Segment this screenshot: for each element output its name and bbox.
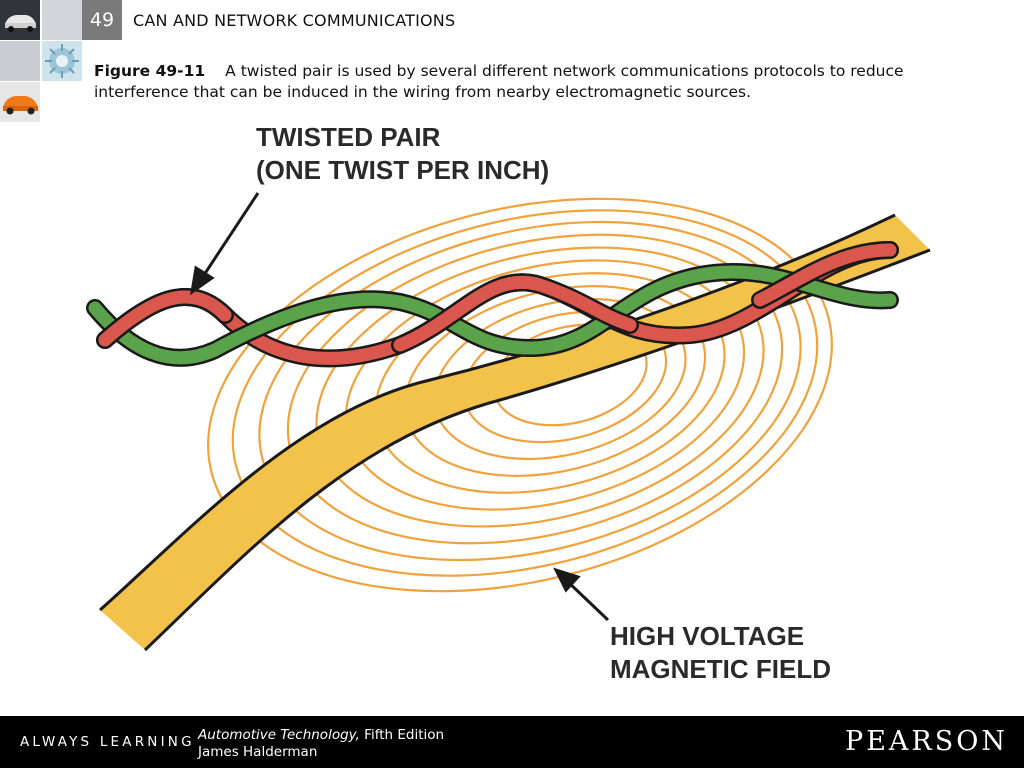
red-wire-crossing: [393, 275, 637, 352]
book-title: Automotive Technology,: [198, 727, 360, 743]
label-magnetic-field: MAGNETIC FIELD: [610, 654, 831, 684]
header-thumbnails: [0, 0, 82, 122]
footer-book-info: Automotive Technology, Fifth Edition Jam…: [198, 727, 444, 761]
gray-thumbnail: [0, 41, 40, 81]
twisted-pair-arrow-line: [200, 192, 260, 279]
gear-part-thumbnail-image: [42, 41, 82, 81]
chapter-title: CAN AND NETWORK COMMUNICATIONS: [133, 11, 456, 30]
footer-bar: ALWAYS LEARNING Automotive Technology, F…: [0, 716, 1024, 768]
twisted-pair-wires: [86, 241, 899, 368]
book-author: James Halderman: [198, 744, 318, 760]
pearson-logo: PEARSON: [845, 726, 1008, 757]
twisted-pair-arrow-head: [189, 265, 215, 296]
field-ring: [258, 220, 802, 562]
red-wire-crossing: [98, 290, 232, 347]
chapter-number-badge: 49: [82, 0, 122, 40]
chapter-number: 49: [89, 9, 115, 31]
field-ring: [231, 209, 819, 577]
magnetic-field-arrow-head: [553, 567, 581, 593]
orange-car-thumbnail-image: [0, 82, 40, 122]
car-thumbnail-image: [0, 0, 40, 40]
label-high-voltage: HIGH VOLTAGE: [610, 621, 804, 651]
twisted-pair-diagram: TWISTED PAIR (ONE TWIST PER INCH) HIGH V…: [86, 122, 931, 684]
gray-thumbnail: [42, 0, 82, 40]
label-one-twist-per-inch: (ONE TWIST PER INCH): [256, 155, 549, 185]
book-edition: Fifth Edition: [359, 727, 445, 743]
magnetic-field-arrow-line: [564, 578, 610, 622]
pointer-arrows: [189, 192, 610, 622]
footer-tagline: ALWAYS LEARNING: [20, 734, 195, 750]
green-wire: [88, 265, 897, 365]
figure-label: Figure 49-11: [94, 62, 206, 80]
caption-text: A twisted pair is used by several differ…: [94, 62, 904, 101]
red-wire-crossing: [753, 243, 897, 307]
label-twisted-pair: TWISTED PAIR: [256, 122, 441, 152]
